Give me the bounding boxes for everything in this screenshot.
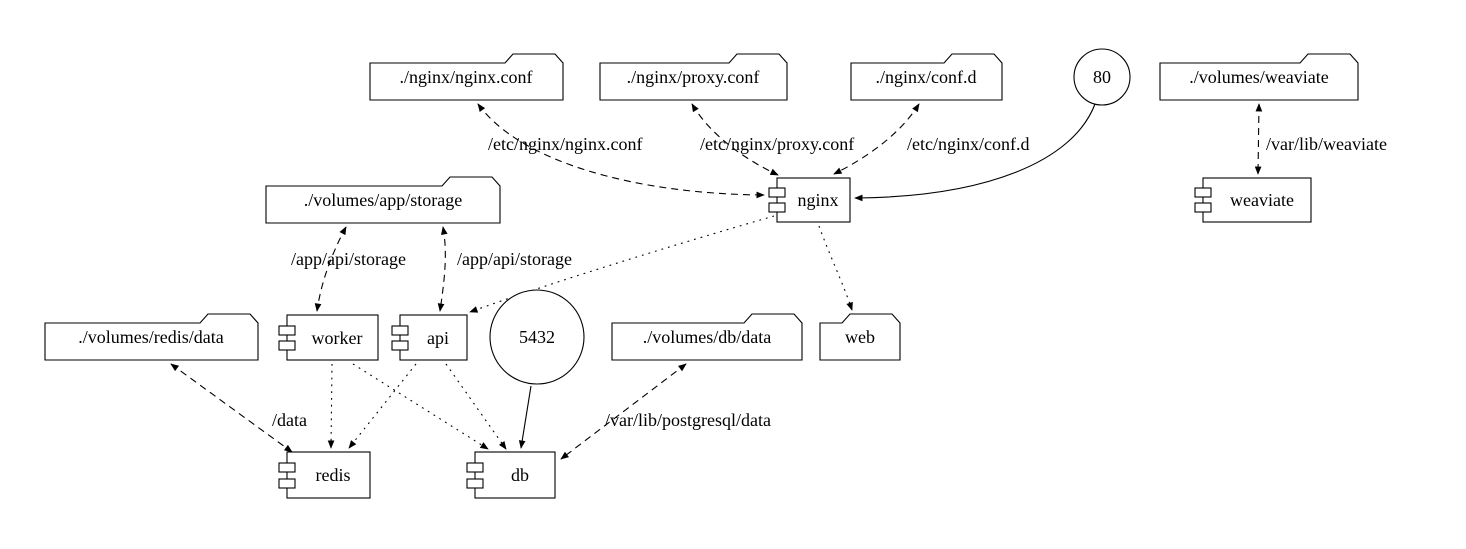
- node-label: weaviate: [1230, 190, 1294, 210]
- edge-label-mount-nginx-conf: /etc/nginx/nginx.conf: [488, 134, 642, 154]
- edge-depends-worker-db: [352, 363, 489, 450]
- node-label: redis: [316, 465, 351, 485]
- component-tab-icon: [278, 325, 296, 336]
- component-box: [1202, 177, 1312, 223]
- port-circle-icon: [1073, 48, 1131, 106]
- node-worker-component: worker: [278, 314, 379, 361]
- node-api-component: api: [391, 314, 468, 361]
- edge-labels-layer: /etc/nginx/nginx.conf /etc/nginx/proxy.c…: [272, 134, 1387, 430]
- edge-depends-nginx-web: [818, 225, 853, 311]
- edge-mount-storage-api: [437, 226, 448, 312]
- node-label: ./volumes/redis/data: [78, 327, 223, 347]
- edge-mount-proxy-conf: [691, 103, 779, 176]
- component-tab-icon: [768, 187, 786, 198]
- folder-icon: [1159, 53, 1359, 101]
- component-tab-icon: [768, 202, 786, 213]
- node-volumes-redis-data-folder: ./volumes/redis/data: [44, 313, 259, 361]
- folder-icon: [819, 313, 901, 361]
- node-label: web: [845, 327, 875, 347]
- node-label: db: [511, 465, 529, 485]
- node-label: api: [427, 328, 449, 348]
- edge-label-mount-conf-d: /etc/nginx/conf.d: [907, 134, 1029, 154]
- edge-label-mount-weaviate: /var/lib/weaviate: [1266, 134, 1387, 154]
- node-port-80: 80: [1073, 48, 1131, 106]
- edge-label-mount-db: /var/lib/postgresql/data: [605, 410, 771, 430]
- node-volumes-weaviate-folder: ./volumes/weaviate: [1159, 53, 1359, 101]
- folder-icon: [44, 313, 259, 361]
- node-redis-component: redis: [278, 451, 371, 499]
- node-label: ./nginx/proxy.conf: [627, 67, 760, 87]
- node-nginx-conf-folder: ./nginx/nginx.conf: [369, 53, 564, 101]
- folder-icon: [850, 53, 1003, 101]
- node-label: 80: [1093, 67, 1111, 87]
- node-volumes-app-storage-folder: ./volumes/app/storage: [265, 176, 501, 224]
- component-box: [474, 451, 556, 499]
- folder-icon: [369, 53, 564, 101]
- component-box: [286, 451, 371, 499]
- edge-depends-api-redis: [348, 363, 417, 449]
- component-tab-icon: [278, 478, 296, 489]
- edge-depends-worker-redis: [327, 363, 335, 449]
- node-label: ./volumes/db/data: [643, 327, 771, 347]
- node-label: ./volumes/weaviate: [1189, 67, 1328, 87]
- edge-mount-db-data: [560, 363, 687, 460]
- node-label: ./nginx/conf.d: [876, 67, 977, 87]
- component-tab-icon: [1194, 202, 1212, 213]
- node-port-5432: 5432: [489, 289, 585, 385]
- component-box: [399, 314, 468, 361]
- edge-label-mount-proxy-conf: /etc/nginx/proxy.conf: [700, 134, 854, 154]
- component-tab-icon: [391, 325, 409, 336]
- node-label: ./volumes/app/storage: [304, 190, 462, 210]
- edge-label-mount-redis: /data: [272, 410, 307, 430]
- node-proxy-conf-folder: ./nginx/proxy.conf: [599, 53, 788, 101]
- edge-depends-api-db: [445, 363, 507, 450]
- port-circle-icon: [489, 289, 585, 385]
- node-label: 5432: [519, 327, 555, 347]
- edge-label-mount-storage-worker: /app/api/storage: [291, 249, 406, 269]
- component-box: [286, 314, 379, 361]
- component-tab-icon: [1194, 187, 1212, 198]
- folder-icon: [599, 53, 788, 101]
- node-nginx-component: nginx: [768, 177, 851, 223]
- node-db-component: db: [466, 451, 556, 499]
- component-tab-icon: [466, 462, 484, 473]
- edge-port-5432-db: [518, 385, 532, 449]
- folder-icon: [611, 313, 803, 361]
- component-tab-icon: [278, 462, 296, 473]
- node-volumes-db-data-folder: ./volumes/db/data: [611, 313, 803, 361]
- edge-mount-weaviate: [1254, 103, 1263, 175]
- component-box: [776, 177, 851, 223]
- edges-layer: [170, 103, 1263, 460]
- node-label: nginx: [797, 190, 838, 210]
- folder-icon: [265, 176, 501, 224]
- node-conf-d-folder: ./nginx/conf.d: [850, 53, 1003, 101]
- node-web-folder: web: [819, 313, 901, 361]
- node-label: worker: [312, 328, 363, 348]
- edge-mount-redis-data: [170, 363, 293, 453]
- node-weaviate-component: weaviate: [1194, 177, 1312, 223]
- edge-mount-storage-worker: [314, 226, 347, 312]
- edge-label-mount-storage-api: /app/api/storage: [457, 249, 572, 269]
- edge-mount-nginx-conf: [477, 103, 765, 199]
- node-label: ./nginx/nginx.conf: [400, 67, 533, 87]
- component-tab-icon: [466, 478, 484, 489]
- edge-mount-conf-d: [833, 103, 920, 175]
- component-tab-icon: [278, 340, 296, 351]
- component-tab-icon: [391, 340, 409, 351]
- edge-port-80-nginx: [854, 103, 1096, 202]
